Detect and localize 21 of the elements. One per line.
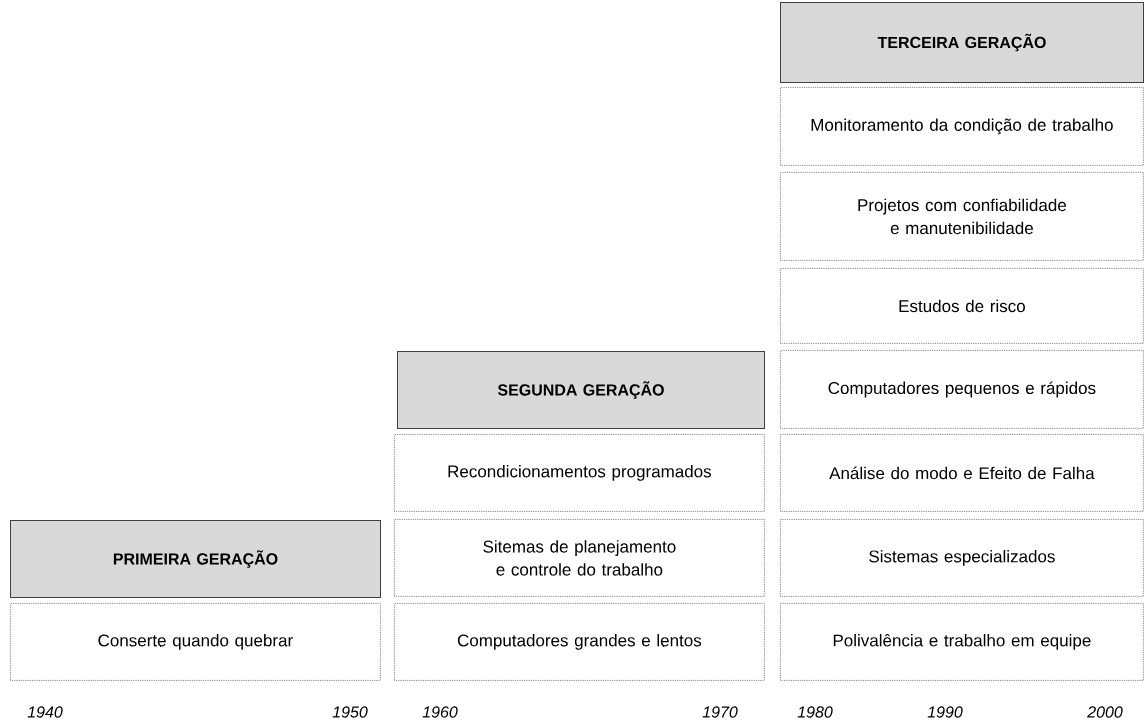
text-box: Monitoramento da condição de trabalho <box>780 87 1144 166</box>
text-box: Análise do modo e Efeito de Falha <box>780 434 1144 512</box>
year-label: 1990 <box>927 706 963 718</box>
year-label: 1970 <box>702 706 738 718</box>
year-label: 2000 <box>1087 706 1123 718</box>
text-box: Computadores grandes e lentos <box>394 603 765 681</box>
text-box: Sitemas de planejamento e controle do trabalho <box>394 519 765 597</box>
text-box: Computadores pequenos e rápidos <box>780 350 1144 429</box>
year-label: 1960 <box>422 706 458 718</box>
text-box: Conserte quando quebrar <box>10 603 381 681</box>
text-box: Projetos com confiabilidade e manutenibilidade <box>780 172 1144 261</box>
header-box: TERCEIRA GERAÇÃO <box>780 2 1144 83</box>
header-box: SEGUNDA GERAÇÃO <box>397 351 765 429</box>
text-box: Estudos de risco <box>780 268 1144 344</box>
text-box: Recondicionamentos programados <box>394 434 765 512</box>
year-label: 1940 <box>27 706 63 718</box>
year-label: 1980 <box>797 706 833 718</box>
text-box: Sistemas especializados <box>780 519 1144 597</box>
text-box: Polivalência e trabalho em equipe <box>780 603 1144 681</box>
year-label: 1950 <box>332 706 368 718</box>
header-box: PRIMEIRA GERAÇÃO <box>10 520 381 598</box>
